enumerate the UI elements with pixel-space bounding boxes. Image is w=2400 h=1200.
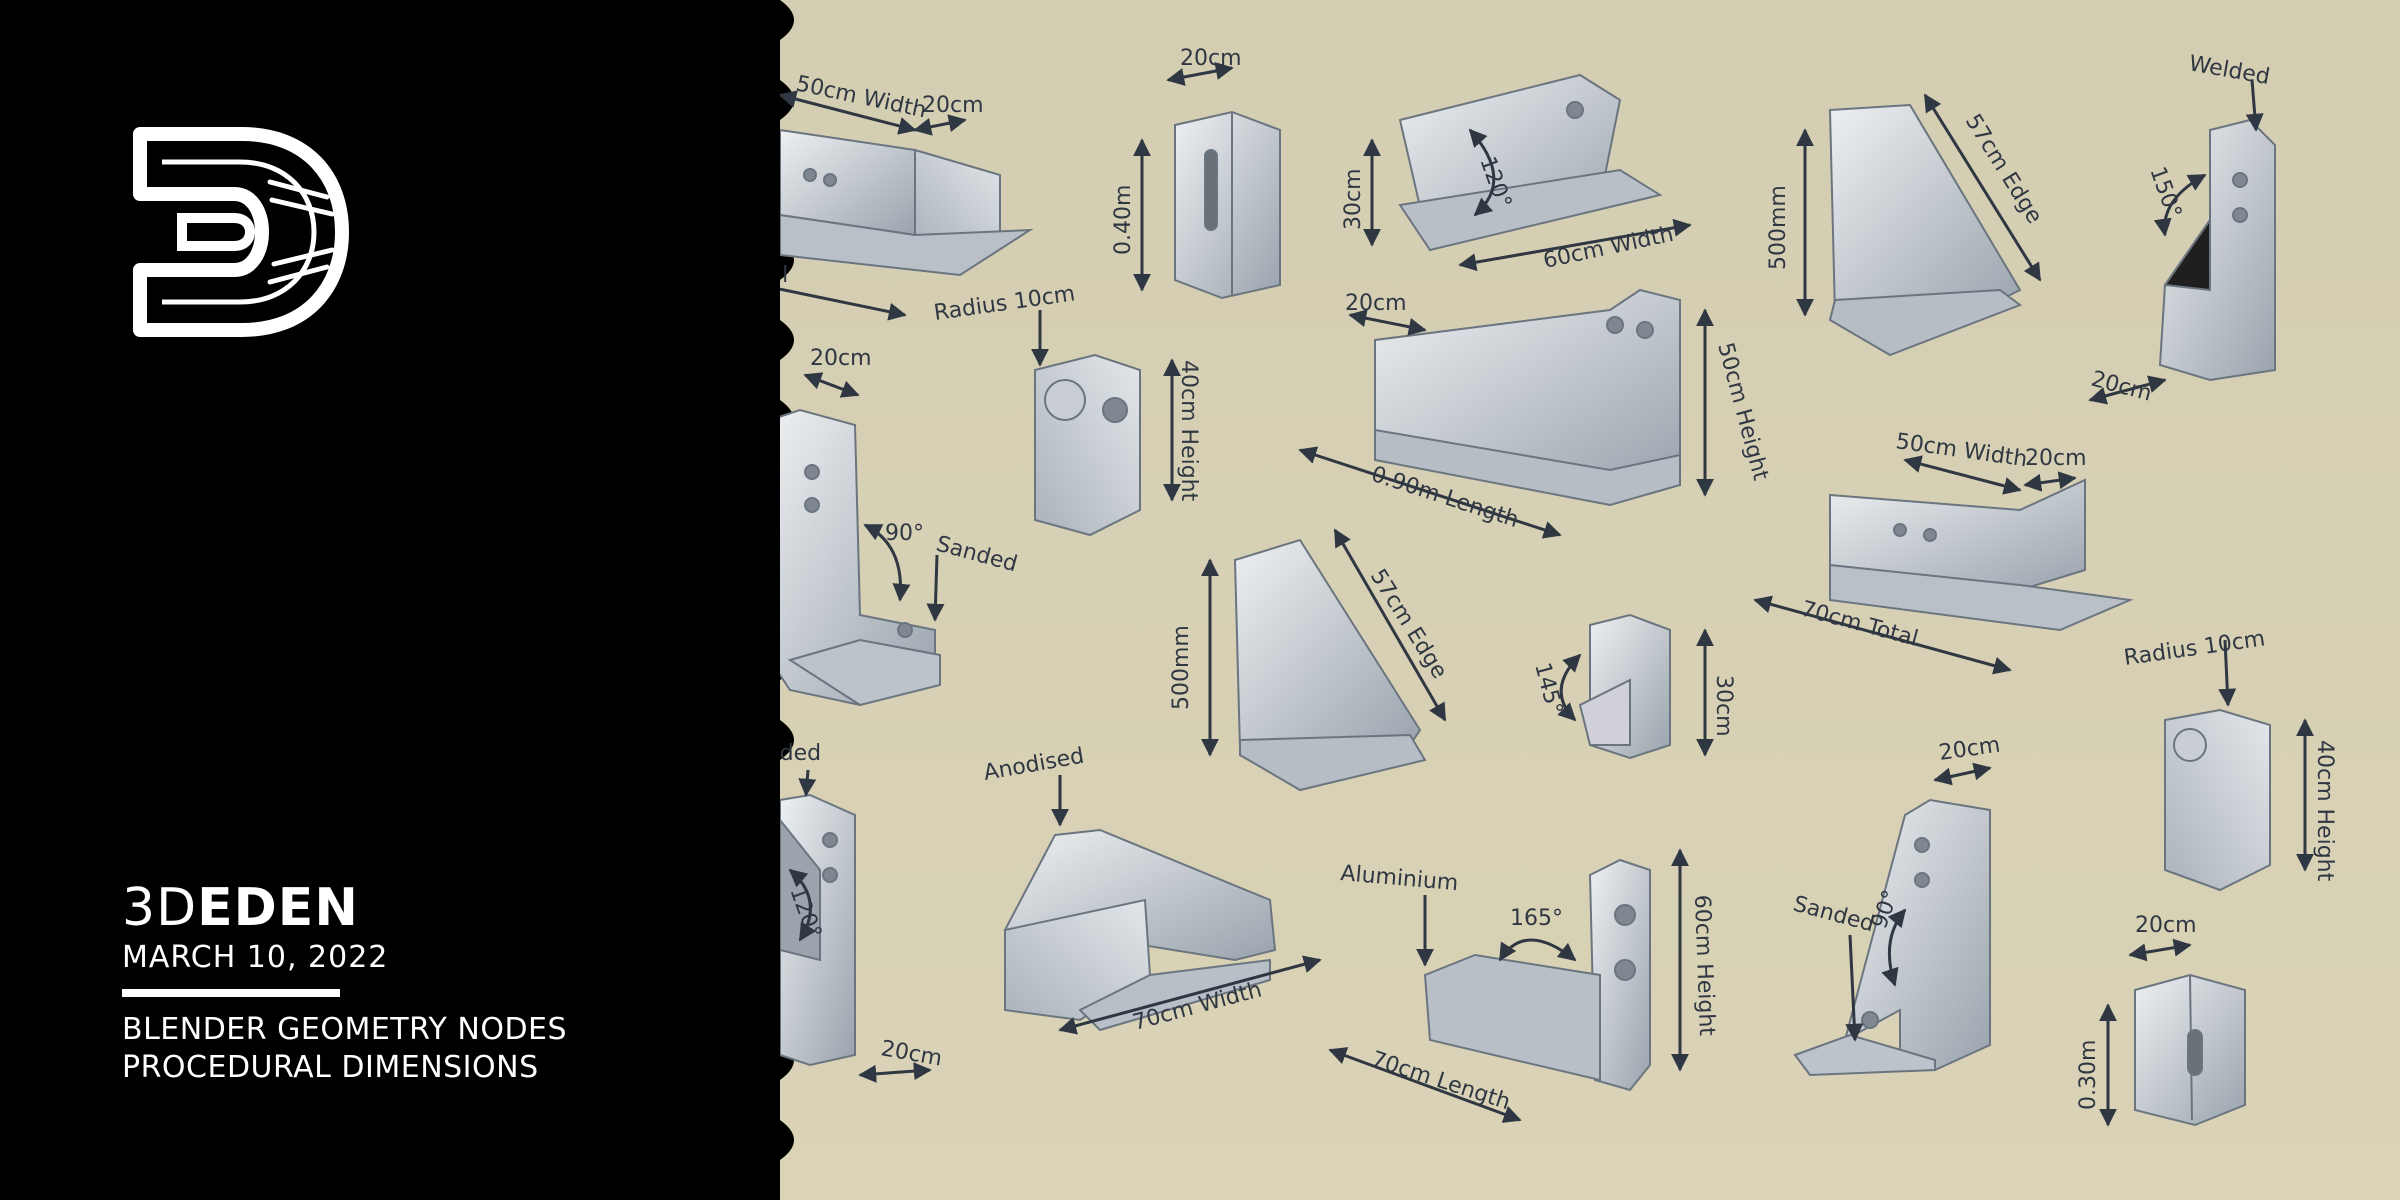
- lbracket-1: [769, 408, 941, 707]
- block-2-width-label: 20cm: [2135, 913, 2197, 938]
- subtitle-line-2: PROCEDURAL DIMENSIONS: [122, 1050, 539, 1085]
- block-1: [1174, 110, 1281, 300]
- plate-angle-label: 165°: [1510, 906, 1563, 931]
- angle-1-height-label: 30cm: [1341, 168, 1366, 230]
- long-1-width-label: 20cm: [1345, 291, 1407, 316]
- tab-2-height-label: 40cm Height: [2312, 740, 2337, 882]
- cube-bracket: [1578, 613, 1671, 760]
- block-1-height-label: 0.40m: [1111, 185, 1136, 255]
- brand-panel: 3DEDEN MARCH 10, 2022 BLENDER GEOMETRY N…: [0, 0, 780, 1200]
- tab-1-height-label: 40cm Height: [1176, 360, 1201, 502]
- block-1-width-label: 20cm: [1180, 46, 1242, 71]
- subtitle-line-1: BLENDER GEOMETRY NODES: [122, 1012, 568, 1047]
- lbracket-2: [1793, 798, 1991, 1077]
- tab-1: [1034, 353, 1141, 537]
- brand-name: 3DEDEN: [122, 878, 359, 938]
- lbracket-1-angle-label: 90°: [885, 521, 924, 546]
- tab-2: [2164, 708, 2271, 892]
- block-2-height-label: 0.30m: [2076, 1040, 2101, 1110]
- cube-height-label: 30cm: [1711, 675, 1736, 737]
- gusset-2-height-label: 500mm: [1169, 625, 1194, 710]
- publish-date: MARCH 10, 2022: [122, 940, 389, 975]
- bracket-1: [779, 128, 1034, 277]
- brand-name-bold: EDEN: [197, 878, 359, 938]
- block-2: [2134, 973, 2246, 1127]
- 3d-eden-logo: [133, 127, 349, 337]
- brand-name-light: 3D: [122, 878, 198, 938]
- plate-height-label: 60cm Height: [1689, 894, 1719, 1036]
- gusset-1-height-label: 500mm: [1766, 185, 1791, 270]
- bracket-2-depth-label: 20cm: [2025, 446, 2087, 471]
- divider: [122, 989, 340, 997]
- corner-bracket-1: [2158, 118, 2276, 382]
- bracket-1-depth-label: 20cm: [922, 93, 984, 118]
- lbracket-1-width-label: 20cm: [810, 346, 872, 371]
